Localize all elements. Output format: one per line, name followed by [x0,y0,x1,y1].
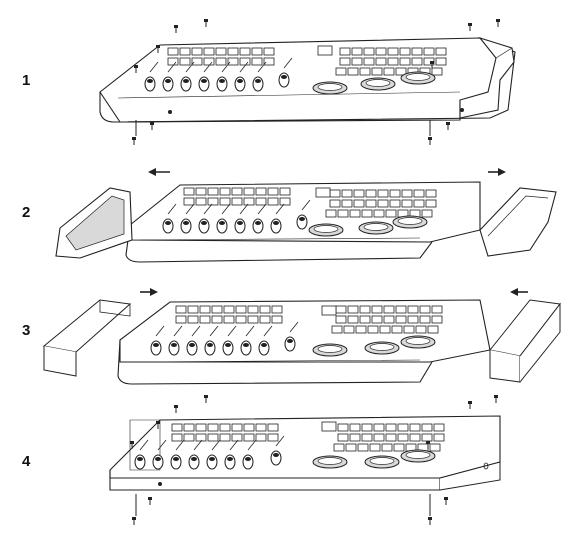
step-3-attach-rack-ears [42,288,561,385]
step-number-3: 3 [22,322,31,339]
step-number-4: 4 [22,453,31,470]
step-number-2: 2 [22,204,31,221]
arrow-right-icon [140,288,158,296]
arrow-left-icon [148,168,170,176]
step-number-1: 1 [22,72,31,89]
step-2-remove-side-panels [55,168,557,263]
step-4-rack-mounted-console [109,394,501,526]
arrow-left-icon [510,288,528,296]
arrow-right-icon [488,168,506,176]
step-1-console-with-side-panels [99,18,516,146]
